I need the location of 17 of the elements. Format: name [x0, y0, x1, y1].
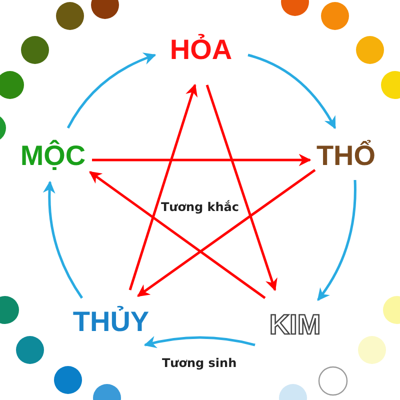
arrow — [66, 52, 156, 129]
element-name: MỘC — [20, 140, 86, 172]
arrow — [144, 336, 256, 348]
arrow — [88, 170, 266, 300]
arrow — [136, 168, 316, 298]
cycle-label: Tương sinh — [162, 356, 237, 370]
arrow — [128, 84, 198, 290]
arrow — [317, 180, 356, 301]
cycle-label: Tương khắc — [161, 200, 240, 214]
element-name: KIM — [269, 309, 321, 341]
arrow — [206, 84, 278, 292]
element-name: THỔ — [316, 140, 376, 172]
element-name: THỦY — [72, 306, 150, 338]
arrow — [92, 154, 312, 166]
element-name: HỎA — [170, 34, 232, 66]
arrow — [248, 54, 336, 130]
arrow — [43, 180, 84, 299]
